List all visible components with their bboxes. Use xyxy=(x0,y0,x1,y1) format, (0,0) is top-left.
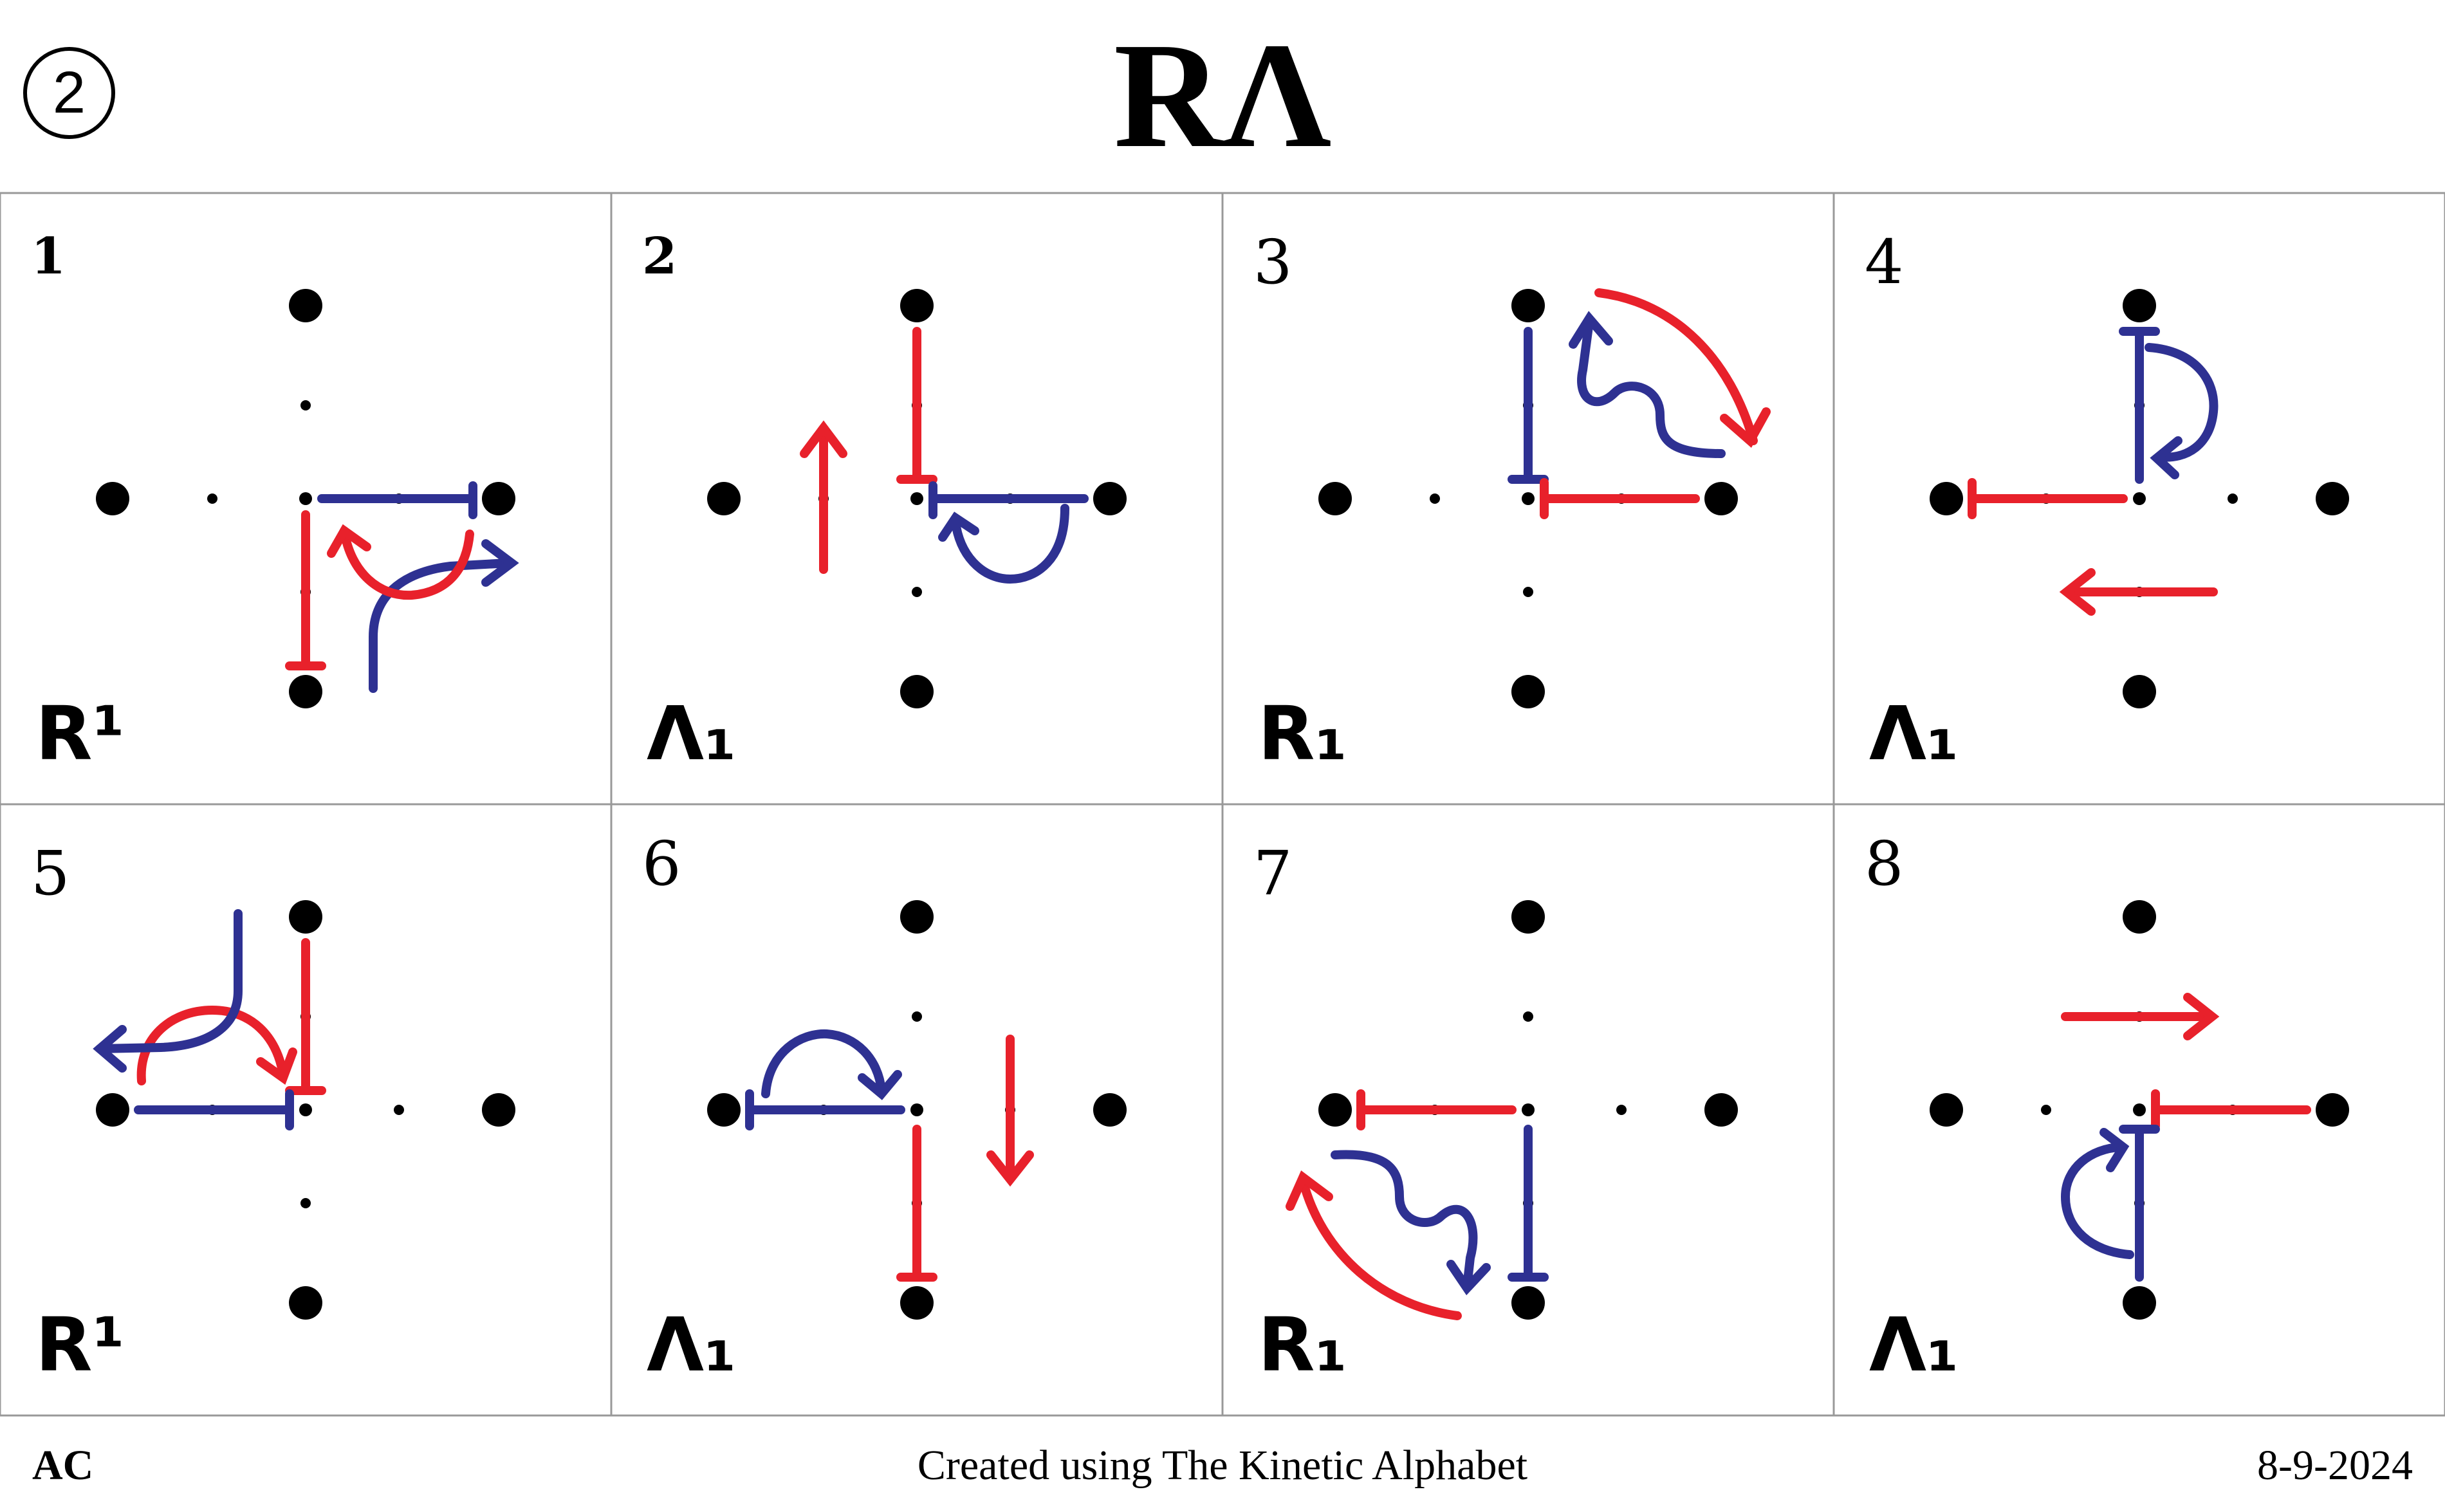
panel-5: 5 R¹ xyxy=(31,838,515,1388)
panel-number: 3 xyxy=(1253,227,1292,298)
red-staff xyxy=(1968,478,2218,616)
red-staff xyxy=(285,510,474,670)
panel-label: Λ₁ xyxy=(1869,1302,1959,1388)
blue-staff xyxy=(317,481,519,693)
sheet-number-badge: 2 xyxy=(23,47,115,139)
panel-number: 6 xyxy=(642,829,681,899)
panel-4: 4 Λ₁ xyxy=(1865,227,2349,777)
blue-staff xyxy=(1331,1125,1549,1296)
blue-staff xyxy=(1508,311,1726,484)
red-staff xyxy=(800,327,937,574)
panel-1: 1 R¹ xyxy=(31,227,519,777)
panel-number: 7 xyxy=(1253,838,1292,909)
panel-number: 2 xyxy=(642,227,677,286)
panel-label: R₁ xyxy=(1258,691,1347,777)
blue-staff xyxy=(93,909,294,1130)
red-staff xyxy=(896,1035,1034,1282)
footer-date: 8-9-2024 xyxy=(2257,1442,2413,1489)
panel-number: 8 xyxy=(1865,829,1903,899)
footer-author: AC xyxy=(32,1442,94,1489)
blue-staff xyxy=(2060,1125,2160,1282)
grid-dots xyxy=(707,289,1127,708)
panel-8: 8 Λ₁ xyxy=(1865,829,2349,1388)
panel-6: 6 Λ₁ xyxy=(642,829,1127,1388)
panel-label: R₁ xyxy=(1258,1302,1347,1388)
blue-staff xyxy=(928,481,1089,584)
panel-label: Λ₁ xyxy=(647,691,736,777)
panel-number: 4 xyxy=(1865,227,1903,298)
grid-dots xyxy=(96,289,515,708)
footer-credit: Created using The Kinetic Alphabet xyxy=(917,1442,1528,1489)
red-staff xyxy=(1540,288,1771,519)
panel-number: 5 xyxy=(31,838,69,909)
panel-3: 3 R₁ xyxy=(1253,227,1771,777)
panel-label: R¹ xyxy=(35,691,125,777)
page-title: RΛ xyxy=(1113,12,1332,179)
panel-label: Λ₁ xyxy=(647,1302,736,1388)
blue-staff xyxy=(745,1029,905,1130)
grid-lines xyxy=(0,192,2445,1417)
red-staff xyxy=(2061,993,2311,1130)
red-staff xyxy=(1286,1089,1517,1320)
panel-number: 1 xyxy=(31,227,66,286)
grid-dots xyxy=(1930,900,2349,1320)
blue-staff xyxy=(2119,327,2219,484)
panel-7: 7 R₁ xyxy=(1253,838,1738,1388)
panel-label: Λ₁ xyxy=(1869,691,1959,777)
panel-2: 2 Λ₁ xyxy=(642,227,1127,777)
panel-label: R¹ xyxy=(35,1302,125,1388)
